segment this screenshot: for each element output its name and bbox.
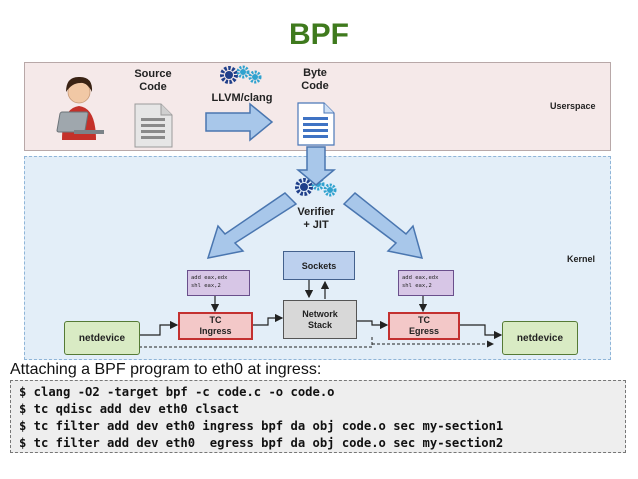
verifier-label-line: + JIT	[303, 219, 329, 231]
command-block: $ clang -O2 -target bpf -c code.c -o cod…	[10, 380, 626, 453]
attach-left-arrow	[206, 192, 298, 259]
bpf-asm-box-right: add eax,edx shl eax,2	[398, 270, 454, 296]
netdevice-left-box: netdevice	[64, 321, 140, 355]
verifier-label-line: Verifier	[297, 206, 335, 218]
verifier-label: Verifier + JIT	[286, 206, 346, 232]
tc-egress-line: Egress	[408, 326, 440, 336]
command-line: $ tc qdisc add dev eth0 clsact	[19, 402, 240, 416]
developer-avatar-icon	[56, 76, 104, 140]
kernel-zone-label: Kernel	[567, 254, 596, 264]
tc-egress-line: TC	[418, 315, 430, 325]
asm-line: shl eax,2	[191, 283, 221, 289]
tc-ingress-line: Ingress	[199, 326, 232, 336]
byte-code-label: Byte Code	[301, 67, 329, 92]
network-stack-line: Network	[302, 308, 338, 319]
asm-line: add eax,edx	[191, 275, 228, 281]
network-stack-box: Network Stack	[283, 300, 357, 339]
network-stack-line: Stack	[307, 319, 333, 330]
bytecode-file-icon	[297, 102, 335, 146]
sockets-box: Sockets	[283, 251, 355, 280]
source-file-icon	[134, 103, 173, 148]
asm-line: shl eax,2	[402, 283, 432, 289]
tc-egress-box: TC Egress	[388, 312, 460, 340]
tc-ingress-line: TC	[209, 315, 222, 325]
source-code-label: Source Code	[134, 68, 172, 93]
bpf-asm-box-left: add eax,edx shl eax,2	[187, 270, 250, 296]
command-line: $ tc filter add dev eth0 ingress bpf da …	[19, 419, 504, 433]
attach-right-arrow	[342, 191, 424, 259]
userspace-zone-label: Userspace	[550, 101, 596, 111]
asm-line: add eax,edx	[402, 275, 439, 281]
netdevice-right-box: netdevice	[502, 321, 578, 355]
page-title: BPF	[289, 18, 349, 51]
attach-heading: Attaching a BPF program to eth0 at ingre…	[10, 361, 322, 378]
command-line: $ tc filter add dev eth0 egress bpf da o…	[19, 436, 504, 450]
compiler-label: LLVM/clang	[211, 92, 273, 104]
gears-icon	[220, 65, 262, 84]
tc-ingress-box: TC Ingress	[178, 312, 253, 340]
compile-arrow	[205, 102, 274, 142]
load-arrow	[295, 146, 337, 186]
command-line: $ clang -O2 -target bpf -c code.c -o cod…	[19, 385, 335, 399]
